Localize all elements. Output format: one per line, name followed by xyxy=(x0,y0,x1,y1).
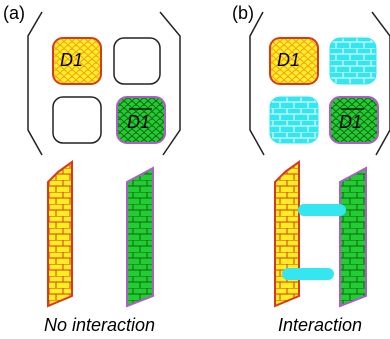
panel-label: (a) xyxy=(3,3,25,23)
cell-empty xyxy=(52,96,102,144)
cell-d1 xyxy=(52,37,102,85)
wall-green xyxy=(126,166,154,308)
cell-d1-bar-label: D1 xyxy=(339,112,362,132)
panel-label: (b) xyxy=(232,3,254,23)
cell-d1-label: D1 xyxy=(277,50,300,70)
bond-bottom xyxy=(282,268,334,280)
bracket-right xyxy=(159,11,181,156)
cell-cyan xyxy=(329,37,377,85)
cell-d1 xyxy=(269,37,319,85)
panel-b: (b) D1 D1 Interaction xyxy=(232,3,390,335)
bracket-left xyxy=(27,11,43,156)
bracket-left xyxy=(249,11,265,156)
wall-green xyxy=(339,166,367,308)
caption: Interaction xyxy=(278,315,362,335)
cell-empty xyxy=(113,37,161,85)
bond-top xyxy=(298,204,346,216)
wall-yellow xyxy=(47,160,73,308)
bracket-right xyxy=(371,11,390,156)
wall-yellow xyxy=(274,160,300,308)
cell-d1-bar-label: D1 xyxy=(127,112,150,132)
panel-a: (a) D1 D1 No interaction xyxy=(3,3,181,335)
caption: No interaction xyxy=(44,315,155,335)
cell-d1-label: D1 xyxy=(60,50,83,70)
cell-cyan xyxy=(269,96,319,144)
